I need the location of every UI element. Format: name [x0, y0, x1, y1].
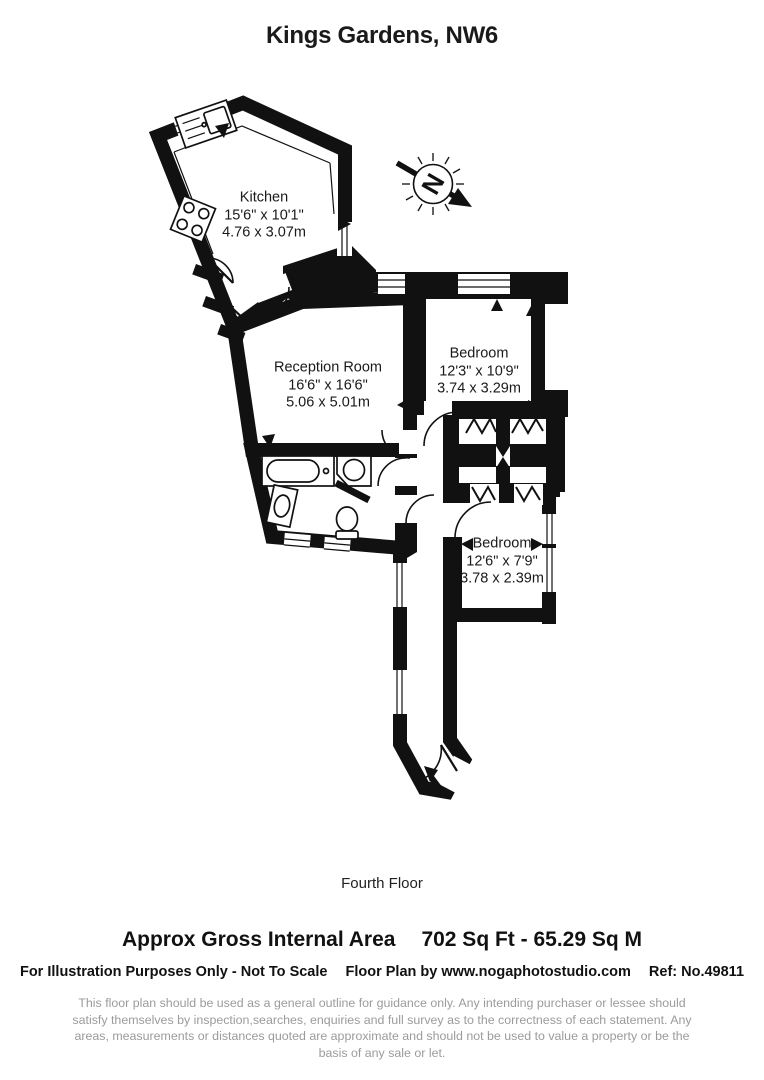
disclaimer-text: This floor plan should be used as a gene… — [72, 996, 692, 1060]
kitchen-dimensions-metric: 4.76 x 3.07m — [222, 224, 306, 241]
closet-symbols — [465, 416, 544, 504]
kitchen-fixtures — [169, 99, 335, 344]
area-summary: Approx Gross Internal Area 702 Sq Ft - 65… — [0, 928, 764, 952]
lobby-walls — [192, 264, 246, 344]
bathroom-window-right — [323, 536, 351, 557]
lobby-door-leaf-1 — [207, 257, 234, 284]
bedroom2-name: Bedroom — [472, 535, 532, 552]
footer-line: For Illustration Purposes Only - Not To … — [0, 964, 764, 980]
bedroom1-name: Bedroom — [449, 345, 509, 362]
closet-marker-down — [496, 457, 510, 468]
bedroom1-dimensions-metric: 3.74 x 3.29m — [437, 380, 521, 397]
corridor-window-lower — [392, 670, 409, 714]
closet-rail-3 — [471, 484, 496, 504]
illustration-note: For Illustration Purposes Only - Not To … — [19, 964, 328, 980]
kitchen-dimensions-imperial: 15'6" x 10'1" — [224, 207, 304, 224]
area-summary-value: 702 Sq Ft - 65.29 Sq M — [421, 928, 643, 951]
kitchen-name: Kitchen — [239, 189, 289, 206]
corner-basin-icon — [336, 455, 372, 487]
bathroom-fixtures — [261, 455, 372, 540]
reception-outline — [226, 290, 417, 457]
reception-dimensions-imperial: 16'6" x 16'6" — [288, 377, 368, 394]
closet-rail-2 — [511, 416, 544, 436]
lobby-door-arc-1 — [207, 257, 234, 284]
entry-door-leaf — [440, 744, 458, 772]
kitchen-label: Kitchen 15'6" x 10'1" 4.76 x 3.07m — [222, 189, 306, 242]
reception-label: Reception Room 16'6" x 16'6" 5.06 x 5.01… — [274, 359, 382, 412]
entry-arrow-icon — [424, 766, 443, 791]
compass-north-arrowhead — [448, 188, 472, 207]
reference-number: Ref: No.49811 — [648, 964, 745, 980]
wc-door-arc — [405, 494, 435, 524]
bedroom2-dimensions-imperial: 12'6" x 7'9" — [466, 553, 538, 570]
bathtub-icon — [261, 455, 335, 487]
bathroom-window-left — [283, 532, 311, 553]
bedroom1-window — [458, 274, 510, 294]
bedroom2-door-arc — [454, 501, 492, 539]
bathroom-door-arc — [377, 457, 407, 487]
entry-door-arc — [417, 744, 443, 782]
bedroom2-window-upper — [542, 514, 557, 544]
floor-plan: N — [148, 95, 568, 800]
page-title: Kings Gardens, NW6 — [266, 22, 498, 49]
floorplan-credit: Floor Plan by www.nogaphotostudio.com — [345, 964, 631, 980]
closet-marker-up — [496, 446, 510, 457]
reception-name: Reception Room — [274, 359, 382, 376]
area-summary-label: Approx Gross Internal Area — [121, 928, 396, 951]
measure-arrows — [215, 123, 543, 621]
floor-label: Fourth Floor — [341, 875, 423, 892]
reception-dimensions-metric: 5.06 x 5.01m — [286, 394, 370, 411]
toilet-icon — [335, 506, 359, 540]
wc-partition-wall — [334, 479, 371, 504]
wall-basin-icon — [265, 483, 299, 529]
bedroom1-dimensions-imperial: 12'3" x 10'9" — [439, 363, 519, 380]
bedroom2-dimensions-metric: 3.78 x 2.39m — [460, 570, 544, 587]
corridor-window-upper — [392, 563, 409, 607]
bedroom2-window-lower — [542, 548, 557, 592]
compass-icon: N — [395, 153, 472, 215]
closet-rail-4 — [515, 485, 541, 504]
bedroom2-label: Bedroom 12'6" x 7'9" 3.78 x 2.39m — [460, 535, 544, 588]
closet-rail-1 — [465, 416, 497, 436]
hall-top-window — [378, 274, 405, 294]
kitchen-sink-icon — [174, 99, 238, 149]
doors — [207, 257, 492, 791]
stove-icon — [169, 194, 217, 244]
bedroom1-door-arc — [423, 411, 459, 447]
bedroom1-label: Bedroom 12'3" x 10'9" 3.74 x 3.29m — [437, 345, 521, 398]
